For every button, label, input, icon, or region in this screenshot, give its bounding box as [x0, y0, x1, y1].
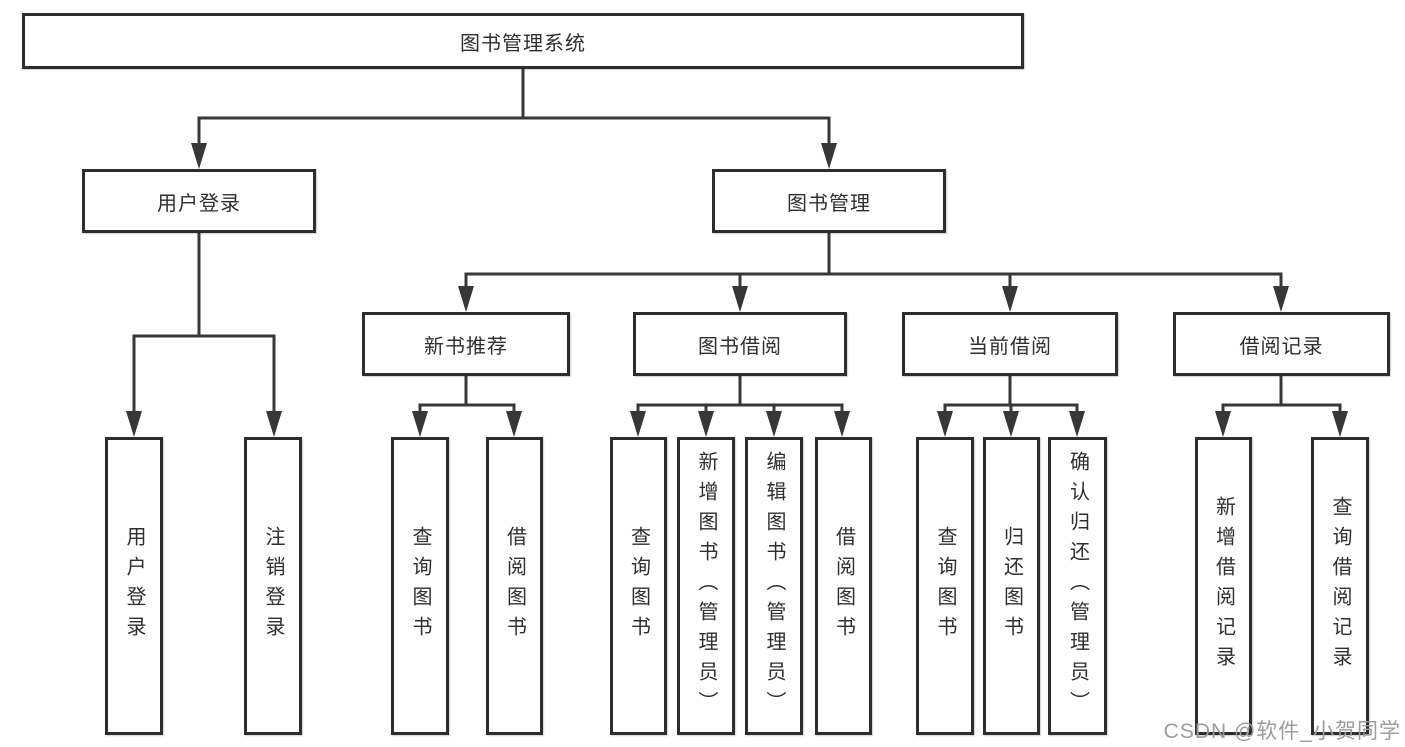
node-borrow-record: 借阅记录: [1173, 312, 1390, 376]
leaf-query-book-2: 查询图书: [610, 437, 667, 735]
leaf-borrow-book-2: 借阅图书: [815, 437, 872, 735]
leaf-query-borrow-record: 查询借阅记录: [1311, 437, 1369, 735]
leaf-confirm-return-admin-label: 确认归还（管理员）: [1066, 451, 1089, 721]
leaf-query-book-3-label: 查询图书: [934, 526, 956, 646]
connector-borrowrecord-to-leaves: [1215, 374, 1348, 437]
leaf-add-book-admin: 新增图书（管理员）: [677, 437, 735, 735]
node-new-book-recommend-label: 新书推荐: [424, 335, 508, 358]
node-current-borrow: 当前借阅: [902, 312, 1118, 376]
leaf-query-book-3: 查询图书: [916, 437, 974, 735]
connector-newbook-to-leaves: [412, 374, 522, 437]
connector-root-to-level2: [191, 67, 837, 169]
leaf-borrow-book-1-label: 借阅图书: [503, 526, 526, 646]
leaf-add-book-admin-label: 新增图书（管理员）: [695, 451, 717, 721]
leaf-query-borrow-record-label: 查询借阅记录: [1329, 496, 1351, 676]
leaf-add-borrow-record: 新增借阅记录: [1195, 437, 1252, 735]
node-book-borrow-label: 图书借阅: [698, 335, 782, 358]
leaf-confirm-return-admin: 确认归还（管理员）: [1048, 437, 1107, 735]
leaf-user-login-label: 用户登录: [123, 526, 145, 646]
leaf-query-book-2-label: 查询图书: [627, 526, 650, 646]
node-user-login: 用户登录: [82, 169, 316, 233]
connector-currentborrow-to-leaves: [937, 374, 1085, 437]
leaf-query-book-1: 查询图书: [391, 437, 449, 735]
node-root: 图书管理系统: [22, 13, 1024, 69]
node-root-label: 图书管理系统: [460, 32, 586, 55]
node-borrow-record-label: 借阅记录: [1239, 335, 1324, 358]
leaf-borrow-book-2-label: 借阅图书: [832, 526, 855, 646]
leaf-logout-label: 注销登录: [262, 526, 284, 646]
node-current-borrow-label: 当前借阅: [968, 335, 1052, 358]
connector-bookborrow-to-leaves: [630, 374, 850, 437]
node-book-management-label: 图书管理: [787, 192, 871, 215]
leaf-return-book-label: 归还图书: [1000, 526, 1023, 646]
leaf-query-book-1-label: 查询图书: [409, 526, 431, 646]
connector-userlogin-to-leaves: [126, 231, 282, 437]
leaf-edit-book-admin: 编辑图书（管理员）: [745, 437, 803, 735]
node-user-login-label: 用户登录: [157, 192, 241, 215]
leaf-add-borrow-record-label: 新增借阅记录: [1212, 496, 1235, 676]
leaf-borrow-book-1: 借阅图书: [486, 437, 543, 735]
leaf-logout: 注销登录: [244, 437, 302, 735]
node-new-book-recommend: 新书推荐: [362, 312, 570, 376]
connector-bookmgmt-to-level3: [458, 231, 1289, 312]
leaf-return-book: 归还图书: [983, 437, 1040, 735]
leaf-edit-book-admin-label: 编辑图书（管理员）: [763, 451, 785, 721]
leaf-user-login: 用户登录: [105, 437, 163, 735]
node-book-management: 图书管理: [712, 169, 946, 233]
node-book-borrow: 图书借阅: [633, 312, 847, 376]
